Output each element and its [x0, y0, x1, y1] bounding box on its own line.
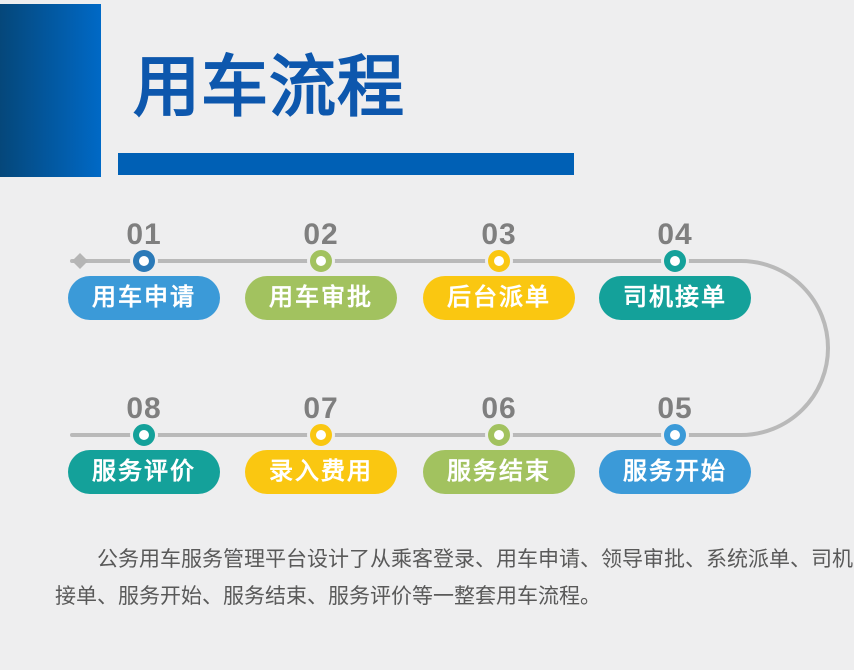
- title-underline-bar: [118, 153, 574, 175]
- step-number: 06: [481, 392, 517, 425]
- flow-step-08: 08 服务评价: [68, 394, 220, 494]
- line-start-diamond-icon: [72, 253, 88, 269]
- step-pill: 服务开始: [599, 450, 751, 494]
- flow-step-02: 02 用车审批: [245, 220, 397, 320]
- step-pill: 服务结束: [423, 450, 575, 494]
- step-dot-icon: [133, 424, 155, 446]
- step-pill: 服务评价: [68, 450, 220, 494]
- step-dot-icon: [310, 424, 332, 446]
- step-dot-icon: [310, 250, 332, 272]
- step-number: 08: [126, 392, 162, 425]
- flow-step-03: 03 后台派单: [423, 220, 575, 320]
- step-number: 04: [657, 218, 693, 251]
- flow-step-05: 05 服务开始: [599, 394, 751, 494]
- step-pill: 司机接单: [599, 276, 751, 320]
- step-pill: 录入费用: [245, 450, 397, 494]
- step-number: 01: [126, 218, 162, 251]
- flow-step-06: 06 服务结束: [423, 394, 575, 494]
- step-dot-icon: [488, 250, 510, 272]
- description-line: 公务用车服务管理平台设计了从乘客登录、用车申请、领导审批、系统派单、司机: [97, 548, 853, 571]
- description-paragraph: 公务用车服务管理平台设计了从乘客登录、用车申请、领导审批、系统派单、司机 接单、…: [55, 541, 853, 615]
- step-number: 05: [657, 392, 693, 425]
- step-number: 02: [303, 218, 339, 251]
- step-pill: 用车审批: [245, 276, 397, 320]
- step-number: 07: [303, 392, 339, 425]
- page-title: 用车流程: [133, 50, 405, 125]
- flow-step-01: 01 用车申请: [68, 220, 220, 320]
- step-dot-icon: [133, 250, 155, 272]
- header-accent-bar: [0, 4, 101, 177]
- step-pill: 用车申请: [68, 276, 220, 320]
- step-dot-icon: [664, 250, 686, 272]
- step-dot-icon: [488, 424, 510, 446]
- step-dot-icon: [664, 424, 686, 446]
- step-number: 03: [481, 218, 517, 251]
- flow-step-07: 07 录入费用: [245, 394, 397, 494]
- flow-step-04: 04 司机接单: [599, 220, 751, 320]
- step-pill: 后台派单: [423, 276, 575, 320]
- description-line: 接单、服务开始、服务结束、服务评价等一整套用车流程。: [55, 585, 601, 608]
